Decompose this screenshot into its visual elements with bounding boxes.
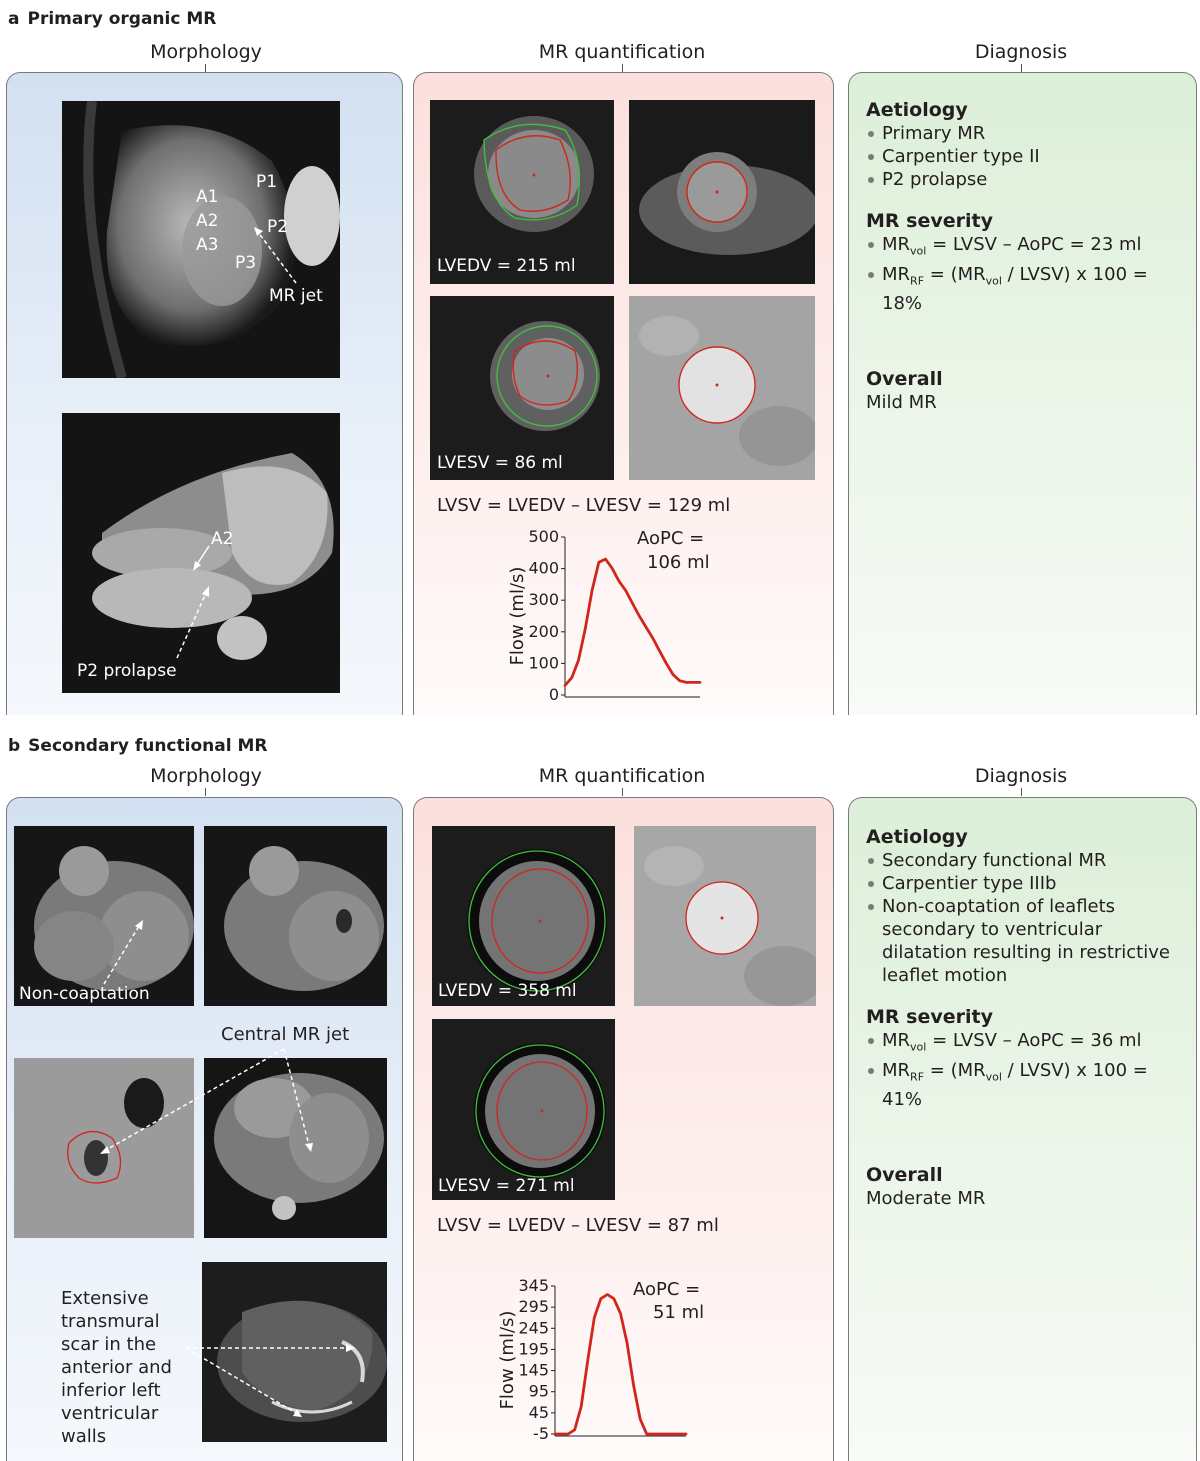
tick <box>1021 788 1022 796</box>
y-tick-label: 500 <box>528 527 559 546</box>
lvesv-image-b: LVESV = 271 ml <box>432 1019 615 1200</box>
aetiology-title-a: Aetiology <box>866 98 1186 122</box>
y-tick-label: 400 <box>528 559 559 578</box>
y-tick-label: 45 <box>529 1403 549 1422</box>
lvesv-label-b: LVESV = 271 ml <box>438 1176 575 1196</box>
lvesv-label-a: LVESV = 86 ml <box>437 453 563 473</box>
diagnosis-a: Aetiology Primary MR Carpentier type II … <box>866 98 1186 414</box>
aopc-label-a1: AoPC = <box>637 528 704 549</box>
y-tick-label: 300 <box>528 590 559 609</box>
y-tick-label: 245 <box>518 1318 549 1337</box>
severity-mrvol-a: MRvol = LVSV – AoPC = 23 ml <box>866 233 1186 263</box>
severity-title-a: MR severity <box>866 209 1186 233</box>
overall-title-b: Overall <box>866 1163 1186 1187</box>
severity-title-b: MR severity <box>866 1005 1186 1029</box>
diagnosis-b: Aetiology Secondary functional MR Carpen… <box>866 825 1186 1210</box>
col-head-quant-a: MR quantification <box>522 41 722 63</box>
y-tick-label: 0 <box>549 685 559 704</box>
lvedv-label-b: LVEDV = 358 ml <box>438 981 577 1001</box>
severity-mrvol-b: MRvol = LVSV – AoPC = 36 ml <box>866 1029 1186 1059</box>
lvedv-image-b: LVEDV = 358 ml <box>432 826 615 1006</box>
col-head-diagnosis-a: Diagnosis <box>921 41 1121 63</box>
overall-value-a: Mild MR <box>866 391 1186 414</box>
y-tick-label: 195 <box>518 1339 549 1358</box>
overall-title-a: Overall <box>866 367 1186 391</box>
aetiology-item: Secondary functional MR <box>866 849 1186 872</box>
flow-series-line <box>565 559 700 685</box>
lvsv-equation-b: LVSV = LVEDV – LVESV = 87 ml <box>437 1215 719 1236</box>
aetiology-item: P2 prolapse <box>866 168 1186 191</box>
aopc-label-b1: AoPC = <box>633 1279 700 1300</box>
lvedv-image-a: LVEDV = 215 ml <box>430 100 614 284</box>
y-tick-label: -5 <box>533 1424 549 1443</box>
severity-list-a: MRvol = LVSV – AoPC = 23 ml MRRF = (MRvo… <box>866 233 1186 315</box>
aetiology-title-b: Aetiology <box>866 825 1186 849</box>
aetiology-list-b: Secondary functional MR Carpentier type … <box>866 849 1186 987</box>
col-head-quant-b: MR quantification <box>522 765 722 787</box>
aetiology-item: Carpentier type II <box>866 145 1186 168</box>
severity-mrrf-b: MRRF = (MRvol / LVSV) x 100 = 41% <box>866 1059 1186 1112</box>
tick <box>1021 64 1022 72</box>
y-axis-label: Flow (ml/s) <box>497 1311 518 1410</box>
aetiology-item: Carpentier type IIIb <box>866 872 1186 895</box>
tick <box>622 788 623 796</box>
aetiology-item: Non-coaptation of leaflets secondary to … <box>866 895 1186 987</box>
tick <box>622 64 623 72</box>
lvsv-equation-a: LVSV = LVEDV – LVESV = 129 ml <box>437 495 730 516</box>
col-head-diagnosis-b: Diagnosis <box>921 765 1121 787</box>
y-tick-label: 100 <box>528 653 559 672</box>
aortic-flow-image-a1 <box>629 100 815 284</box>
aopc-label-b2: 51 ml <box>653 1302 704 1323</box>
aortic-flow-image-a2 <box>629 296 815 480</box>
y-tick-label: 95 <box>529 1382 549 1401</box>
overall-value-b: Moderate MR <box>866 1187 1186 1210</box>
y-tick-label: 345 <box>518 1276 549 1295</box>
aopc-label-a2: 106 ml <box>647 552 710 573</box>
y-tick-label: 295 <box>518 1297 549 1316</box>
lvedv-label-a: LVEDV = 215 ml <box>437 256 576 276</box>
y-tick-label: 200 <box>528 622 559 641</box>
y-axis-label: Flow (ml/s) <box>507 567 528 666</box>
severity-mrrf-a: MRRF = (MRvol / LVSV) x 100 = 18% <box>866 263 1186 316</box>
severity-list-b: MRvol = LVSV – AoPC = 36 ml MRRF = (MRvo… <box>866 1029 1186 1111</box>
aetiology-list-a: Primary MR Carpentier type II P2 prolaps… <box>866 122 1186 191</box>
scar-arrows <box>0 0 400 1460</box>
aetiology-item: Primary MR <box>866 122 1186 145</box>
aortic-flow-image-b <box>634 826 816 1006</box>
lvesv-image-a: LVESV = 86 ml <box>430 296 614 480</box>
y-tick-label: 145 <box>518 1361 549 1380</box>
